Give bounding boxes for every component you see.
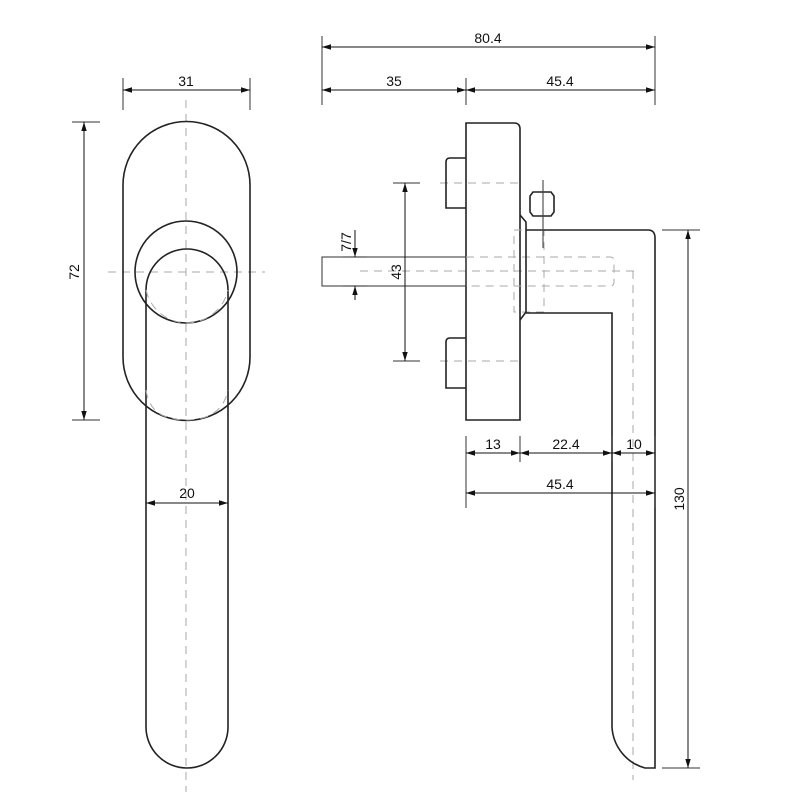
dimension-overall-length: 80.4 (474, 30, 501, 46)
cam-top (445, 157, 466, 209)
dimension-handle-length: 130 (671, 487, 687, 511)
rosette-side (465, 122, 521, 421)
dimension-handle-depth: 45.4 (546, 73, 573, 89)
handle-outline (145, 290, 229, 769)
dimension-handle-projection: 45.4 (546, 476, 573, 492)
rosette-outline (122, 120, 251, 422)
dimension-handle-thickness: 10 (626, 436, 642, 452)
dimension-rosette-depth: 13 (485, 436, 501, 452)
handle-side (526, 229, 656, 769)
hidden-handle-base (145, 389, 229, 421)
front-view: 31 72 20 (66, 73, 265, 792)
dimension-spindle-square: 7/7 (338, 232, 354, 252)
side-view: 80.4 35 45.4 43 7/7 13 22.4 10 45.4 130 (321, 30, 700, 780)
handle-top (145, 248, 229, 291)
hidden-collar (145, 289, 229, 324)
spindle (321, 256, 467, 287)
dimension-rosette-width: 31 (178, 73, 194, 89)
dimension-screw-spacing: 43 (388, 264, 404, 280)
dimension-neck-length: 22.4 (552, 436, 579, 452)
rosette-collar (134, 220, 238, 324)
cam-bottom (445, 337, 466, 389)
dimension-rosette-height: 72 (66, 264, 82, 280)
handle-neck (519, 214, 527, 321)
dimension-spindle-length: 35 (386, 73, 402, 89)
dimension-handle-width: 20 (179, 485, 195, 501)
lock-cylinder (529, 191, 555, 217)
